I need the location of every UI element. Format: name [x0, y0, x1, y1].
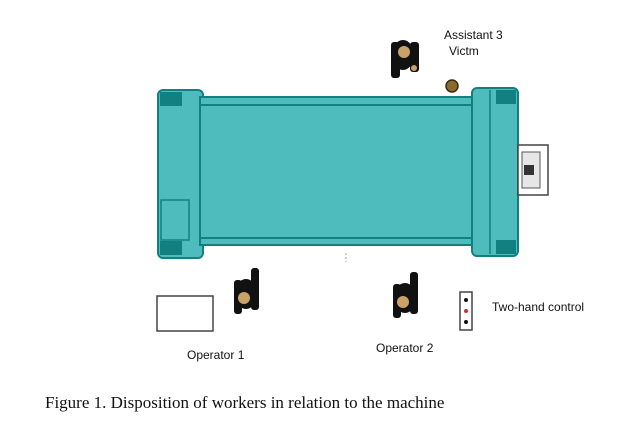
assistant-worker-figure [391, 40, 419, 78]
machine-body [199, 96, 477, 246]
machine [157, 79, 549, 262]
operator1-label: Operator 1 [187, 348, 245, 362]
assistant-arm-left [391, 42, 400, 78]
machine-right-corner-top [496, 90, 516, 104]
machine-left-corner-bottom [160, 241, 182, 255]
figure-caption: Figure 1. Disposition of workers in rela… [45, 393, 445, 412]
machine-right-end [471, 87, 519, 257]
assistant-arm-right [410, 42, 419, 72]
victim-label: Victm [449, 44, 479, 58]
operator2-label: Operator 2 [376, 341, 434, 355]
operator1-arm-right [251, 268, 259, 310]
operator1-worker-figure [234, 268, 259, 314]
operator2-worker-figure [393, 272, 418, 318]
machine-left-corner-top [160, 92, 182, 106]
operator1-arm-left [234, 280, 242, 314]
operator2-arm-right [410, 272, 418, 314]
machine-right-corner-bottom [496, 240, 516, 254]
assistant-head [398, 46, 410, 58]
operator1-workstation-box [156, 295, 214, 332]
two-hand-control-label: Two-hand control [492, 300, 585, 314]
two-hand-control-button-top [464, 298, 468, 302]
two-hand-control-button-middle [464, 309, 468, 313]
operator2-arm-left [393, 284, 401, 318]
assistant-label: Assistant 3 [444, 28, 503, 42]
assistant-hand [411, 65, 417, 71]
two-hand-control-button-bottom [464, 320, 468, 324]
two-hand-control-panel [459, 291, 473, 331]
machine-outlet-core [524, 165, 534, 175]
operator2-head [397, 296, 409, 308]
machine-left-end [157, 89, 204, 259]
operator1-head [238, 292, 250, 304]
machine-left-panel [160, 199, 190, 241]
machine-top-fitting [445, 79, 459, 93]
